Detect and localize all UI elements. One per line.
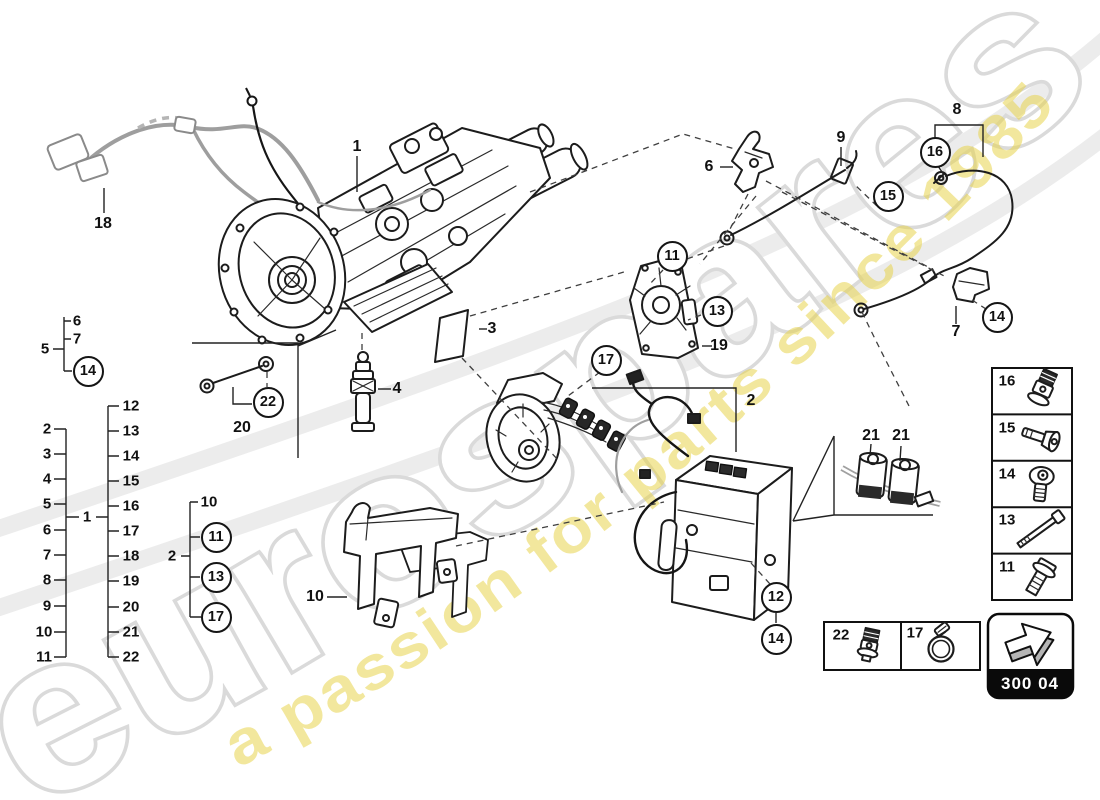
group1-right-17[interactable]: 17 [122, 522, 140, 540]
callout-1-gearbox[interactable]: 1 [352, 138, 362, 155]
callout-2-mechatronic[interactable]: 2 [746, 392, 756, 409]
circled-17-group2[interactable]: 17 [200, 601, 232, 633]
mechatronic-unit-illustration [615, 368, 793, 621]
solenoid-illustration [792, 435, 941, 522]
legend-row-15-num[interactable]: 15 [998, 419, 1016, 437]
flanged-bolt-icon [1025, 557, 1057, 597]
circled-14-group5[interactable]: 14 [72, 355, 104, 387]
circled-13[interactable]: 13 [701, 295, 733, 327]
diagram-code-text[interactable]: 300 04 [1001, 674, 1059, 693]
group1-right-14[interactable]: 14 [122, 447, 140, 465]
gearbox-illustration [217, 122, 589, 346]
assembly-dashed-lines [361, 133, 987, 585]
bracket-10-illustration [343, 502, 489, 629]
sensor-illustration [350, 351, 376, 432]
callout-6-bracket[interactable]: 6 [704, 158, 714, 175]
screw-plug-icon [856, 626, 881, 663]
legend-row-14-num[interactable]: 14 [998, 465, 1016, 483]
stud-bolt-icon [1016, 509, 1066, 549]
callout-10-bracket[interactable]: 10 [306, 588, 324, 605]
circled-15[interactable]: 15 [872, 180, 904, 212]
callout-8-pipe[interactable]: 8 [952, 101, 962, 118]
diagram-code-badge[interactable] [986, 612, 1075, 700]
pipe-20-illustration [192, 329, 337, 458]
callout-9-pipe[interactable]: 9 [836, 129, 846, 146]
legend-row-16-num[interactable]: 16 [998, 372, 1016, 390]
bracket-6-illustration [731, 130, 774, 193]
circled-13-group2[interactable]: 13 [200, 561, 232, 593]
group1-left-2[interactable]: 2 [42, 420, 52, 438]
mini-legend-table [823, 621, 981, 671]
circled-11-group2[interactable]: 11 [200, 521, 232, 553]
mini-legend-17-num[interactable]: 17 [906, 624, 924, 642]
housing-19-illustration [629, 259, 699, 359]
group1-left-11[interactable]: 11 [36, 648, 52, 666]
callout-18-harness[interactable]: 18 [94, 215, 112, 232]
group2-item-10[interactable]: 10 [200, 493, 218, 511]
plate-illustration [434, 309, 469, 363]
group1-right-12[interactable]: 12 [122, 397, 140, 415]
callout-19-housing[interactable]: 19 [710, 337, 728, 354]
circled-14-clip[interactable]: 14 [981, 301, 1013, 333]
group5-item-6[interactable]: 6 [72, 312, 82, 330]
hose-clamp-icon [927, 621, 955, 663]
group1-left-10[interactable]: 10 [35, 623, 53, 641]
group1-right-18[interactable]: 18 [122, 547, 140, 565]
callout-20-pipe[interactable]: 20 [233, 419, 251, 436]
group1-left-3[interactable]: 3 [42, 445, 52, 463]
group1-left-9[interactable]: 9 [42, 597, 52, 615]
legend-row-11-num[interactable]: 11 [999, 558, 1015, 576]
callout-4-sensor[interactable]: 4 [392, 380, 402, 397]
group5-item-7[interactable]: 7 [72, 330, 82, 348]
mini-legend-22-num[interactable]: 22 [832, 626, 850, 644]
group1-left-6[interactable]: 6 [42, 521, 52, 539]
circled-14-unit[interactable]: 14 [760, 623, 792, 655]
group1-right-19[interactable]: 19 [122, 572, 140, 590]
pan-head-screw-icon [1028, 466, 1055, 503]
circled-12[interactable]: 12 [760, 581, 792, 613]
callout-3-plate[interactable]: 3 [487, 320, 497, 337]
circled-16[interactable]: 16 [919, 136, 951, 168]
callout-21-solenoid-b[interactable]: 21 [892, 427, 910, 444]
circled-17[interactable]: 17 [590, 344, 622, 376]
next-diagram-arrow-icon [1004, 622, 1055, 667]
clutch-actuator-illustration [485, 372, 627, 483]
group1-right-20[interactable]: 20 [122, 598, 140, 616]
callout-7-clip[interactable]: 7 [951, 323, 961, 340]
countersunk-screw-icon [1021, 427, 1061, 453]
group1-right-15[interactable]: 15 [122, 472, 140, 490]
group1-left-4[interactable]: 4 [42, 470, 52, 488]
circled-22[interactable]: 22 [252, 386, 284, 418]
group1-right-22[interactable]: 22 [122, 648, 140, 666]
group1-right-16[interactable]: 16 [122, 497, 140, 515]
fastener-legend-table [991, 367, 1073, 601]
group1-left-5[interactable]: 5 [42, 495, 52, 513]
clip-7-illustration [952, 267, 990, 303]
group2-label[interactable]: 2 [167, 547, 177, 565]
group1-right-13[interactable]: 13 [122, 422, 140, 440]
group5-label[interactable]: 5 [40, 340, 50, 358]
pipe-8-illustration [853, 169, 1014, 318]
group1-label[interactable]: 1 [82, 508, 92, 526]
group1-left-8[interactable]: 8 [42, 571, 52, 589]
banjo-bolt-icon [1027, 367, 1058, 407]
legend-row-13-num[interactable]: 13 [998, 511, 1016, 529]
callout-leader-lines [53, 124, 984, 658]
group1-left-7[interactable]: 7 [42, 546, 52, 564]
group1-right-21[interactable]: 21 [122, 623, 140, 641]
circled-11[interactable]: 11 [656, 240, 688, 272]
callout-21-solenoid-a[interactable]: 21 [862, 427, 880, 444]
